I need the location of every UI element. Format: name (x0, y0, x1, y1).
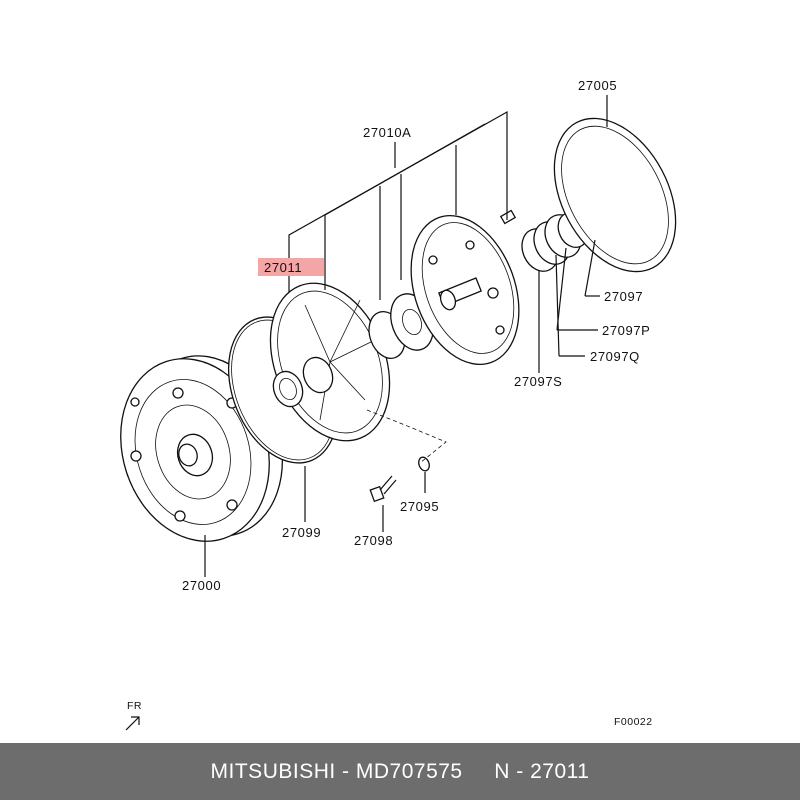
washer-drawing (418, 456, 430, 472)
direction-arrow: FR (125, 700, 142, 731)
label-27011: 27011 (264, 260, 302, 275)
figure-code: F00022 (614, 716, 653, 728)
label-27097: 27097 (604, 289, 643, 304)
label-27095: 27095 (400, 499, 439, 514)
footer-caption: MITSUBISHI - MD707575 N - 27011 (210, 759, 590, 783)
bolt-drawing (369, 475, 397, 503)
direction-label: FR (127, 700, 142, 712)
pump-housing-drawing (269, 282, 391, 442)
label-27005: 27005 (578, 78, 617, 93)
label-27097s: 27097S (514, 374, 562, 389)
highlight-box (258, 258, 324, 276)
dashed-guide (366, 409, 447, 464)
label-27097p: 27097P (602, 323, 650, 338)
label-27098: 27098 (354, 533, 393, 548)
label-27097q: 27097Q (590, 349, 640, 364)
assembly-bracket (288, 110, 508, 300)
pump-body-drawing (410, 215, 520, 365)
label-27099: 27099 (282, 525, 321, 540)
footer-bar: MITSUBISHI - MD707575 N - 27011 (0, 743, 800, 800)
gasket-drawing (553, 117, 677, 273)
leader-lines (204, 95, 608, 577)
small-bolt-drawing (499, 209, 517, 225)
label-27010a: 27010A (363, 125, 411, 140)
label-27000: 27000 (182, 578, 221, 593)
